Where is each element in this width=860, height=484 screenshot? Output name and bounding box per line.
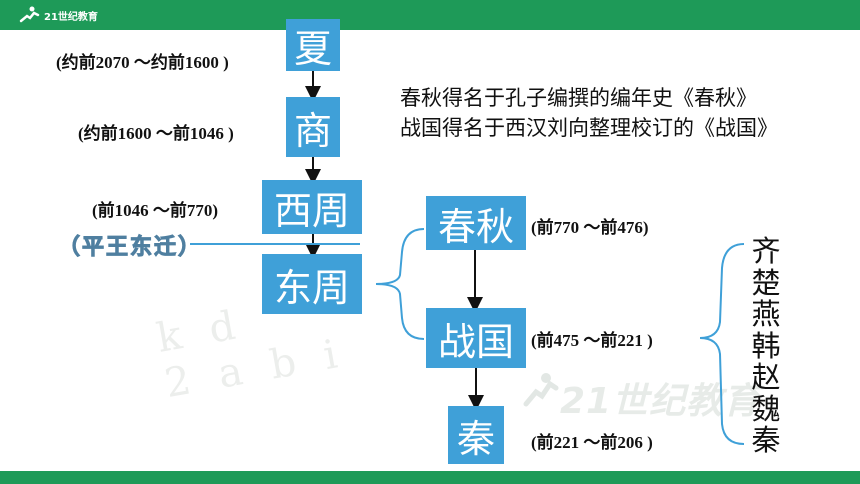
dynasty-box-xia: 夏 xyxy=(286,19,340,71)
dynasty-box-eastern-zhou: 东周 xyxy=(262,254,362,314)
date-shang: (约前1600 ～前1046 ) xyxy=(78,124,234,143)
dynasty-name: 东周 xyxy=(273,265,350,310)
note-spring-autumn: 春秋得名于孔子编撰的编年史《春秋》 xyxy=(400,86,757,110)
dynasty-name: 战国 xyxy=(437,319,514,364)
dynasty-box-qin: 秦 xyxy=(448,406,504,464)
date-warring-states: (前475 ～前221 ) xyxy=(531,331,653,350)
state-name: 齐 xyxy=(751,234,781,268)
state-name: 秦 xyxy=(751,423,781,457)
dynasty-box-western-zhou: 西周 xyxy=(262,180,362,234)
dynasty-box-spring-autumn: 春秋 xyxy=(426,196,526,250)
state-name: 韩 xyxy=(751,328,781,363)
state-name: 魏 xyxy=(751,391,781,426)
warring-states-list: 齐 楚 燕 韩 赵 魏 秦 xyxy=(746,234,786,457)
watermark: 21世纪教育 xyxy=(560,381,761,422)
dynasty-name: 夏 xyxy=(293,26,332,71)
dynasty-name: 春秋 xyxy=(437,204,514,249)
watermark-runner-icon xyxy=(523,373,559,407)
bottom-bar xyxy=(0,471,860,484)
brace-warring-states xyxy=(699,243,745,445)
top-bar: 21世纪教育 xyxy=(0,0,860,30)
runner-logo-icon xyxy=(19,6,40,23)
logo-text: 21世纪教育 xyxy=(44,11,98,23)
dynasty-name: 西周 xyxy=(273,188,350,233)
state-name: 赵 xyxy=(751,360,781,394)
dynasty-name: 秦 xyxy=(456,416,495,461)
note-warring-states: 战国得名于西汉刘向整理校订的《战国》 xyxy=(400,116,778,140)
date-spring-autumn: (前770 ～前476) xyxy=(531,218,649,237)
brace-eastern-zhou xyxy=(375,228,425,340)
date-xia: (约前2070 ～约前1600 ) xyxy=(56,53,229,72)
event-label: （平王东迁） xyxy=(57,235,203,261)
dynasty-name: 商 xyxy=(293,108,332,153)
dynasty-box-shang: 商 xyxy=(286,97,340,157)
state-name: 楚 xyxy=(751,265,781,300)
logo: 21世纪教育 xyxy=(18,3,98,27)
date-qin: (前221 ～前206 ) xyxy=(531,433,653,452)
date-western-zhou: (前1046 ～前770) xyxy=(92,201,219,220)
dynasty-box-warring-states: 战国 xyxy=(426,308,526,368)
state-name: 燕 xyxy=(751,297,781,331)
